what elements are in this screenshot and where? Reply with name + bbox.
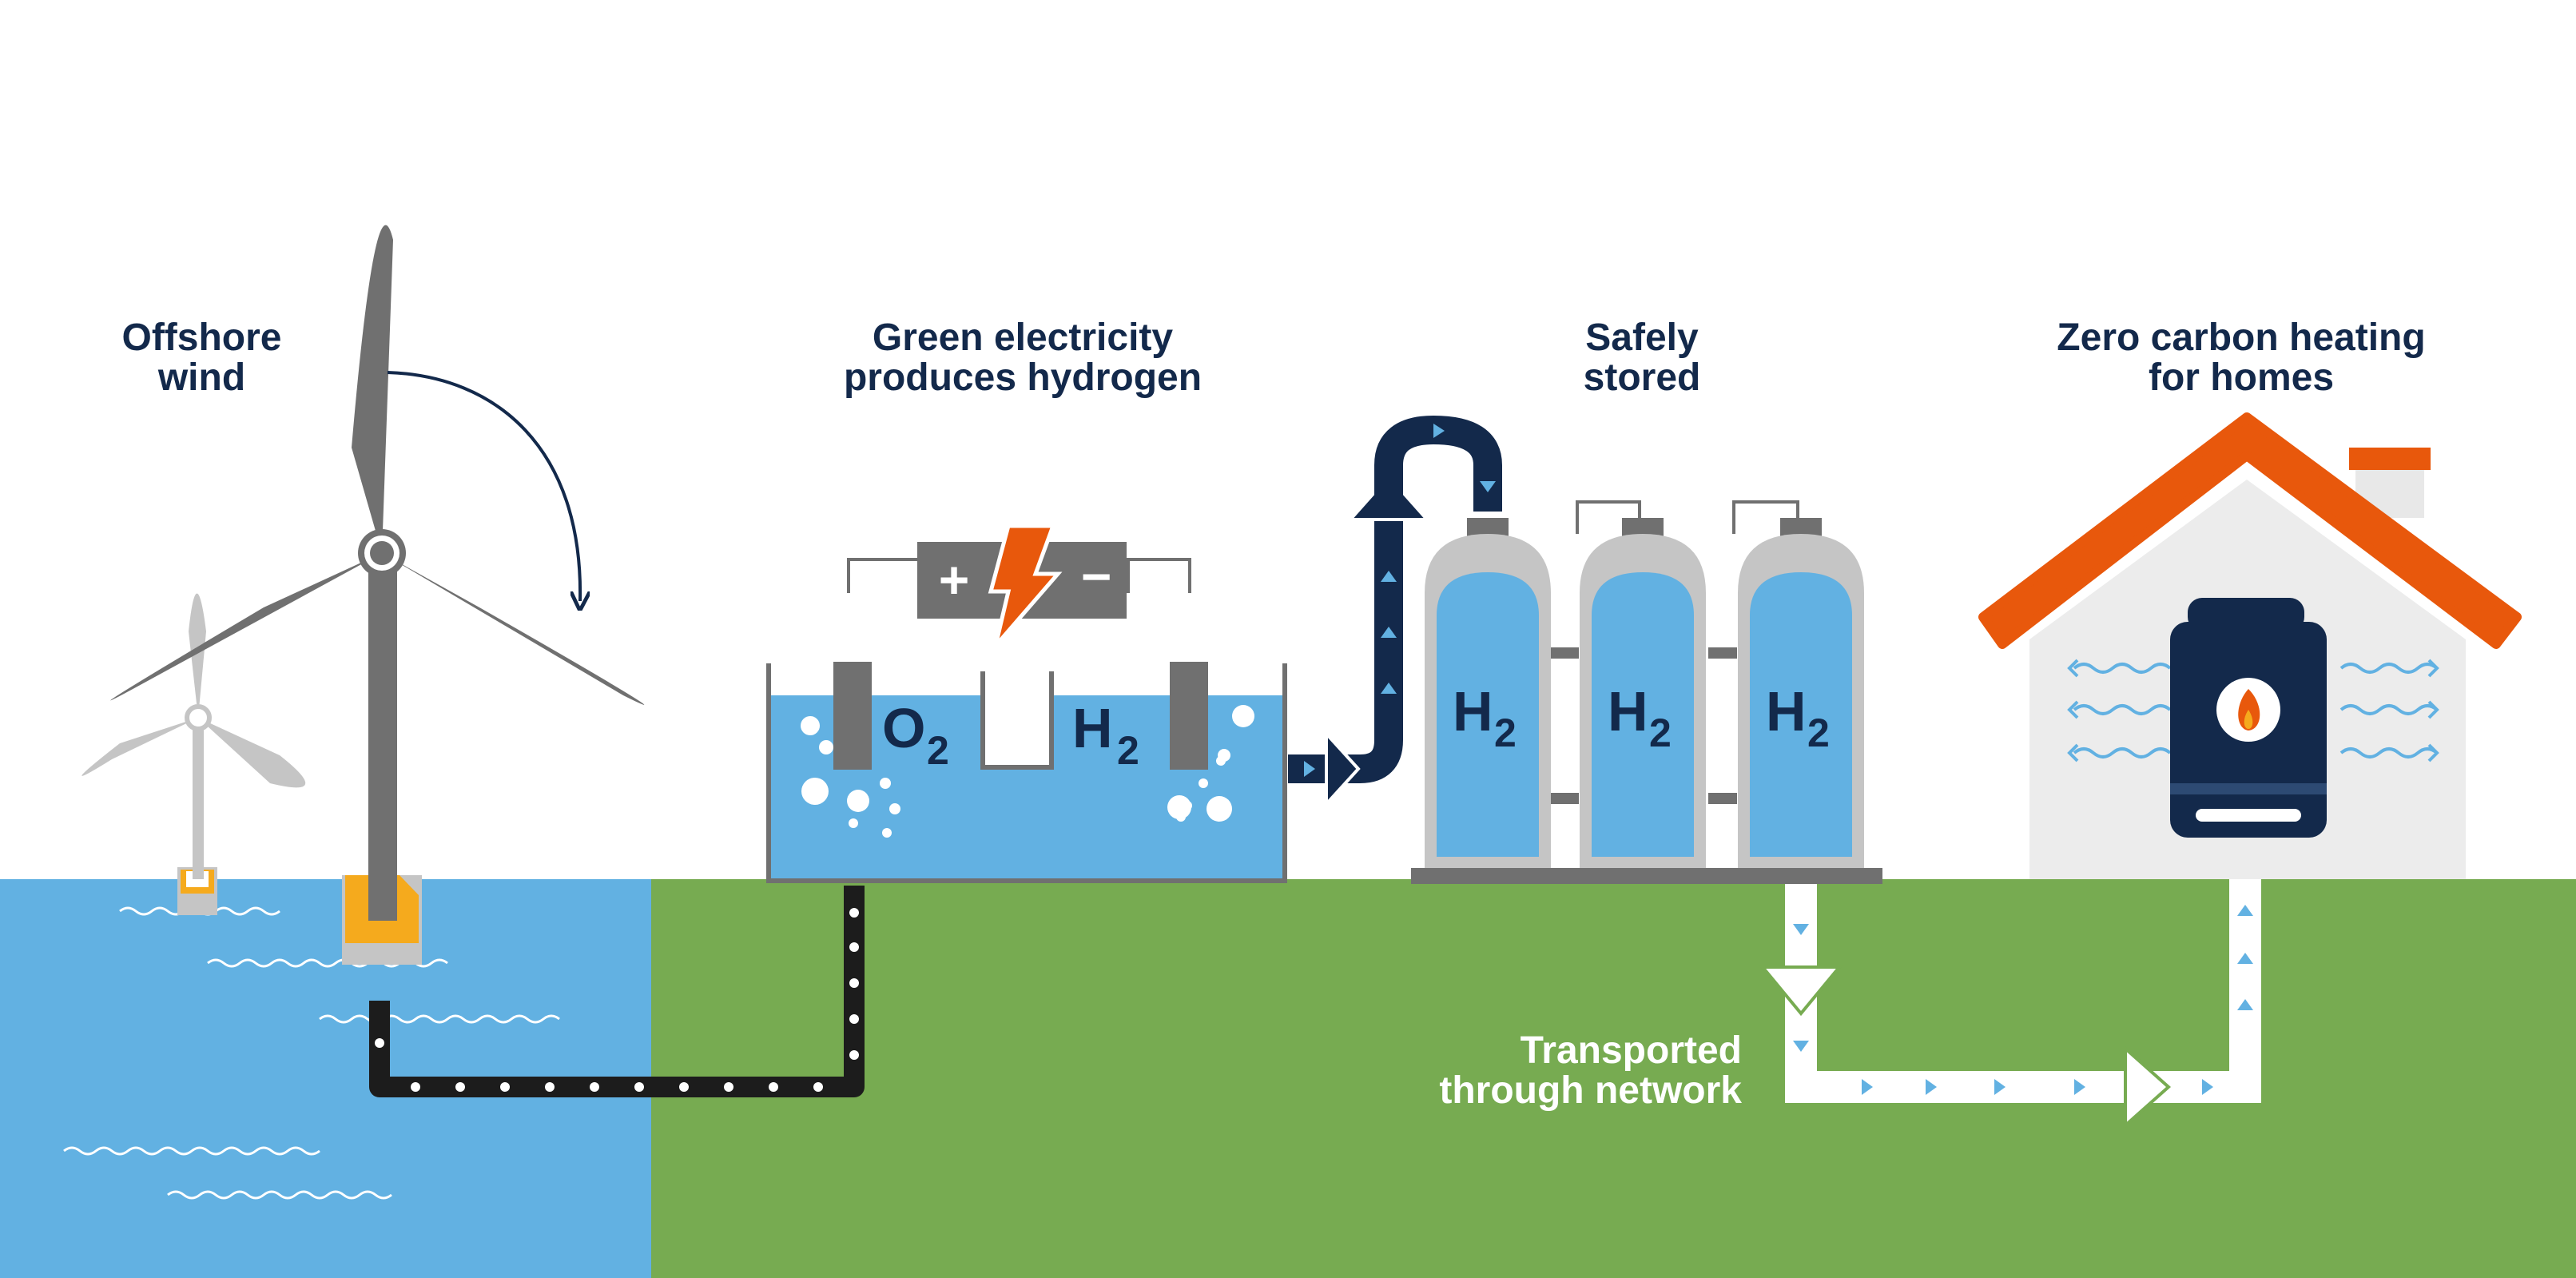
tank-3-formula: H 2 bbox=[1766, 680, 1830, 755]
label-green-electricity-line1: Green electricity bbox=[872, 317, 1174, 359]
label-safely-stored-line1: Safely bbox=[1585, 317, 1699, 359]
oxygen-subscript: 2 bbox=[927, 728, 949, 773]
label-green-electricity-line2: produces hydrogen bbox=[843, 356, 1203, 399]
label-offshore-wind: Offshore wind bbox=[72, 318, 332, 398]
hydrogen-symbol: H bbox=[1072, 697, 1113, 759]
right-electrode bbox=[1170, 662, 1208, 770]
label-offshore-wind-line1: Offshore bbox=[121, 317, 282, 359]
label-zero-carbon-line1: Zero carbon heating bbox=[2057, 317, 2426, 359]
tank-1-formula: H 2 bbox=[1453, 680, 1517, 755]
oxygen-formula: O 2 bbox=[882, 697, 949, 773]
label-green-electricity: Green electricity produces hydrogen bbox=[783, 318, 1262, 398]
label-transported-line2: through network bbox=[1439, 1069, 1742, 1112]
hydrogen-feed-pipe bbox=[1288, 415, 1502, 809]
tank-2-symbol: H bbox=[1608, 680, 1648, 743]
wind-direction-arrow bbox=[387, 371, 580, 601]
big-wind-turbine bbox=[110, 225, 645, 965]
tank-3-subscript: 2 bbox=[1807, 711, 1830, 755]
battery-plus: + bbox=[939, 550, 970, 609]
label-transported-line1: Transported bbox=[1520, 1029, 1742, 1072]
label-safely-stored-line2: stored bbox=[1583, 356, 1701, 399]
roof bbox=[1978, 412, 2522, 649]
hydrogen-subscript: 2 bbox=[1117, 728, 1139, 773]
label-offshore-wind-line2: wind bbox=[157, 356, 246, 399]
tank-2-formula: H 2 bbox=[1608, 680, 1672, 755]
label-transported: Transported through network bbox=[1294, 1031, 1742, 1111]
tank-1-subscript: 2 bbox=[1494, 711, 1517, 755]
label-safely-stored: Safely stored bbox=[1502, 318, 1782, 398]
tank-3-symbol: H bbox=[1766, 680, 1807, 743]
storage-tanks bbox=[1411, 500, 1882, 884]
tank-1 bbox=[1425, 518, 1551, 868]
left-electrode bbox=[833, 662, 872, 770]
tank-3 bbox=[1738, 518, 1864, 868]
oxygen-symbol: O bbox=[882, 697, 925, 759]
heat-waves bbox=[2067, 659, 2439, 762]
electrolyser bbox=[766, 524, 1287, 883]
hydrogen-formula: H 2 bbox=[1072, 697, 1139, 773]
lightning-bolt-icon bbox=[988, 524, 1063, 647]
label-zero-carbon: Zero carbon heating for homes bbox=[1982, 318, 2501, 398]
flame-icon bbox=[2238, 689, 2260, 731]
tank-1-symbol: H bbox=[1453, 680, 1493, 743]
gas-bubbles bbox=[801, 705, 1254, 838]
power-cable bbox=[369, 886, 865, 1097]
small-wind-turbine bbox=[81, 593, 306, 915]
hydrogen-boiler bbox=[2170, 598, 2327, 838]
tank-2-subscript: 2 bbox=[1649, 711, 1672, 755]
network-pipe bbox=[1759, 831, 2261, 1129]
battery-minus: − bbox=[1081, 547, 1112, 606]
label-zero-carbon-line2: for homes bbox=[2148, 356, 2335, 399]
tank-2 bbox=[1580, 518, 1706, 868]
